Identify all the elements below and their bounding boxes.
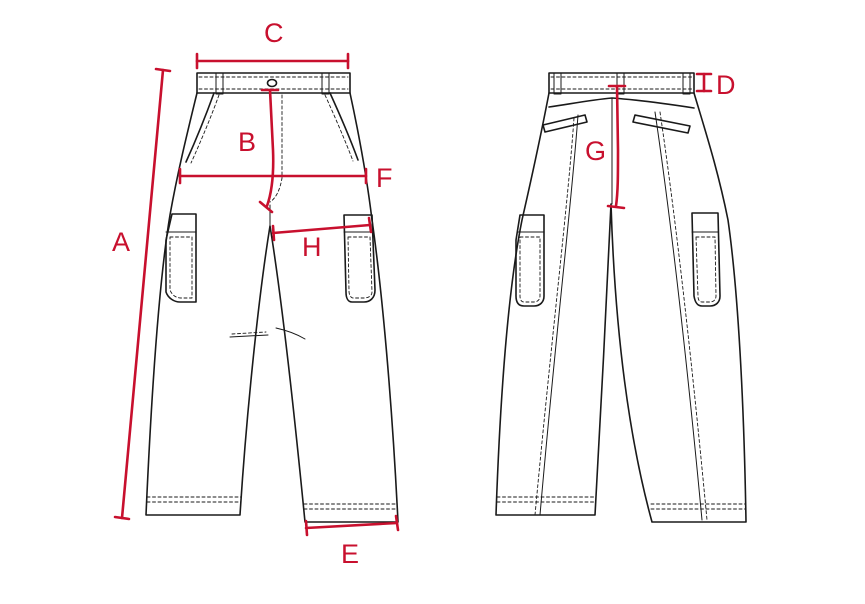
back-panel-seam-right [654,111,703,521]
dimension-a-line [113,67,172,521]
dimension-c-line [195,52,350,70]
front-cargo-pocket-right [343,214,376,303]
back-cargo-pocket-left [515,214,545,307]
back-waistband [548,72,695,94]
front-pocket-left [185,92,215,163]
back-yoke [548,97,695,109]
back-panel-seam-left [539,114,579,516]
dimension-g-line [606,84,627,210]
knee-dart-right [275,327,306,340]
label-h: H [302,232,322,262]
back-cargo-pocket-right [691,212,721,307]
front-belt-loop-left [215,72,224,95]
front-fly-stitch [269,94,283,203]
dimension-labels: A B C D E F G H [112,18,736,569]
dimension-d-line [695,72,713,93]
label-d: D [716,70,736,100]
dimension-e-line [304,514,400,537]
label-g: G [585,136,606,166]
front-pocket-right [329,92,359,161]
dimension-b-line [258,88,280,214]
pants-back-view [495,72,747,523]
knee-dart-left [229,334,269,338]
label-b: B [238,127,256,157]
label-e: E [341,539,359,569]
front-button [266,78,278,88]
pants-front-view [145,72,399,523]
label-c: C [264,18,284,48]
front-cargo-pocket-left [165,213,197,303]
dimension-h-line [271,216,373,242]
back-belt-loop-right [682,72,691,95]
back-body-outline [495,92,747,523]
back-belt-loop-center [616,72,625,95]
label-a: A [112,227,130,257]
label-f: F [376,163,393,193]
back-belt-loop-left [553,72,562,95]
back-pocket-left [542,114,588,133]
front-belt-loop-right [321,72,330,95]
back-pocket-right [632,114,691,134]
dimension-f-line [178,167,368,185]
dimension-lines [113,52,713,537]
